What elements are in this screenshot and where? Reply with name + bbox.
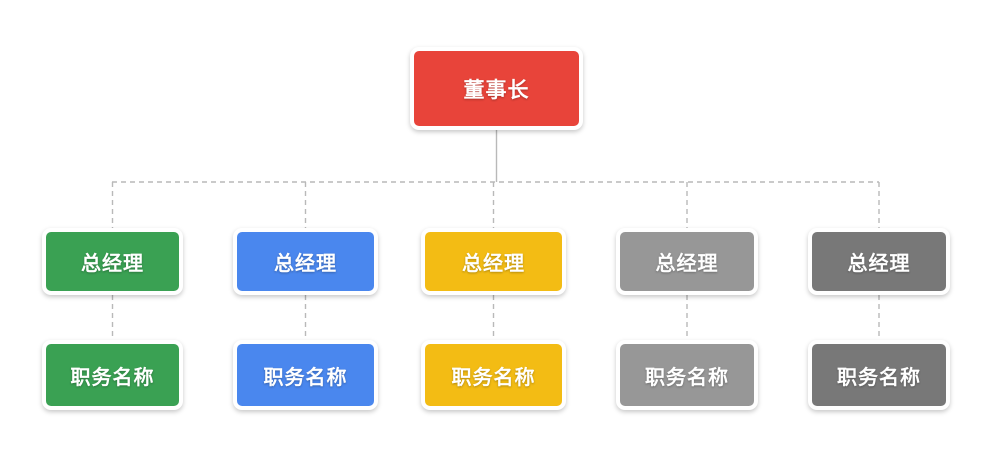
- org-node-position-4-label: 职务名称: [645, 366, 729, 389]
- org-node-chairman[interactable]: 董事长: [410, 47, 583, 130]
- org-node-manager-3-label: 总经理: [462, 253, 525, 275]
- org-node-manager-2-label: 总经理: [274, 253, 337, 275]
- org-node-position-2-label: 职务名称: [263, 366, 348, 389]
- org-node-position-5[interactable]: 职务名称: [808, 340, 950, 410]
- org-node-position-4[interactable]: 职务名称: [616, 340, 758, 410]
- org-node-manager-1-label: 总经理: [81, 253, 144, 275]
- org-node-chairman-label: 董事长: [463, 78, 530, 102]
- org-node-manager-2[interactable]: 总经理: [233, 228, 378, 295]
- org-node-manager-5-label: 总经理: [847, 253, 911, 275]
- org-node-position-1-label: 职务名称: [70, 366, 155, 389]
- org-node-position-5-label: 职务名称: [837, 366, 921, 389]
- org-node-position-1[interactable]: 职务名称: [42, 340, 183, 410]
- org-node-manager-4-label: 总经理: [655, 253, 719, 275]
- org-node-position-3[interactable]: 职务名称: [421, 340, 566, 410]
- org-node-position-3-label: 职务名称: [451, 366, 536, 389]
- org-node-manager-4[interactable]: 总经理: [616, 228, 758, 295]
- org-node-position-2[interactable]: 职务名称: [233, 340, 378, 410]
- org-node-manager-3[interactable]: 总经理: [421, 228, 566, 295]
- org-node-manager-1[interactable]: 总经理: [42, 228, 183, 295]
- org-node-manager-5[interactable]: 总经理: [808, 228, 950, 295]
